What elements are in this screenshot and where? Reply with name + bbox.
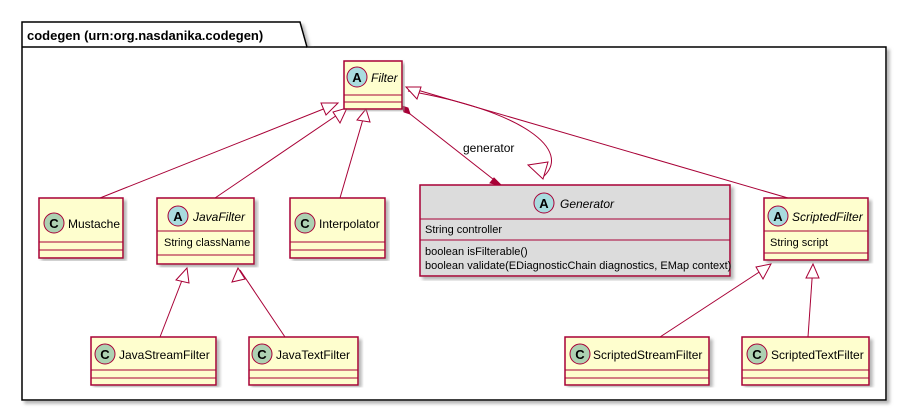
class-javastreamfilter[interactable]: C JavaStreamFilter [90,336,217,386]
arrowhead-scriptedtext [805,262,820,279]
package-title: codegen (urn:org.nasdanika.codegen) [27,28,263,43]
class-javatextfilter[interactable]: C JavaTextFilter [248,336,359,386]
arrowhead-mustache [320,102,340,116]
class-interpolator[interactable]: C Interpolator [289,197,386,259]
arrowhead-javatext [231,266,246,283]
stereotype-letter: A [173,209,183,224]
stereotype-letter: A [773,209,783,224]
edge-scriptedfilter-filter [406,86,789,199]
class-name: ScriptedStreamFilter [593,348,702,362]
stereotype-letter: C [49,216,59,231]
edge-javafilter-filter [214,108,347,199]
stereotype-letter: C [257,347,267,362]
class-generator[interactable]: A Generator String controller boolean is… [419,184,731,277]
class-scriptedfilter[interactable]: A ScriptedFilter String script [763,197,869,261]
attribute: String className [164,237,250,249]
stereotype-class-icon [569,343,591,365]
inheritance-arrowheads [175,86,820,284]
class-scriptedstreamfilter[interactable]: C ScriptedStreamFilter [564,336,710,386]
class-javafilter[interactable]: A JavaFilter String className [156,197,255,265]
class-filter[interactable]: A Filter [343,60,403,110]
stereotype-class-icon [294,212,316,234]
class-name: ScriptedTextFilter [771,348,864,362]
class-mustache[interactable]: C Mustache [38,197,124,259]
class-name: ScriptedFilter [792,210,864,224]
class-name: JavaTextFilter [276,348,350,362]
edge-filter-generator-composition [404,109,499,184]
class-name: JavaFilter [192,210,246,224]
edge-scriptedstream-scriptedfilter [659,264,771,338]
arrowhead-scriptedstream [755,263,772,281]
stereotype-abstract-icon [346,66,368,88]
method: boolean validate(EDiagnosticChain diagno… [425,260,731,272]
attribute: String script [770,237,828,249]
stereotype-abstract-icon [167,205,189,227]
stereotype-abstract-icon [767,205,789,227]
relation-label-generator: generator [463,141,514,155]
class-name: Interpolator [319,217,380,231]
arrowhead-generator [526,161,549,180]
stereotype-letter: C [300,216,310,231]
arrowhead-javafilter [332,107,348,125]
stereotype-letter: A [539,196,549,211]
stereotype-letter: C [575,347,585,362]
class-name: Filter [371,71,399,85]
arrowhead-scriptedfilter [404,86,422,100]
edge-javatext-javafilter [239,269,286,338]
class-name: Mustache [68,217,120,231]
stereotype-class-icon [746,343,768,365]
stereotype-letter: A [352,70,362,85]
stereotype-class-icon [94,343,116,365]
method: boolean isFilterable() [425,246,528,258]
edge-mustache-filter [99,103,337,199]
arrowhead-interpolator [356,107,371,123]
composition-diamond [401,105,411,115]
arrowhead-javastream [175,266,190,284]
class-scriptedtextfilter[interactable]: C ScriptedTextFilter [741,336,870,386]
stereotype-class-icon [43,212,65,234]
attribute: String controller [425,224,502,236]
class-name: JavaStreamFilter [119,348,210,362]
stereotype-letter: C [100,347,110,362]
edge-interpolator-filter [339,108,367,199]
class-name: Generator [560,197,615,211]
stereotype-abstract-icon [533,192,555,214]
stereotype-class-icon [251,343,273,365]
stereotype-letter: C [752,347,762,362]
